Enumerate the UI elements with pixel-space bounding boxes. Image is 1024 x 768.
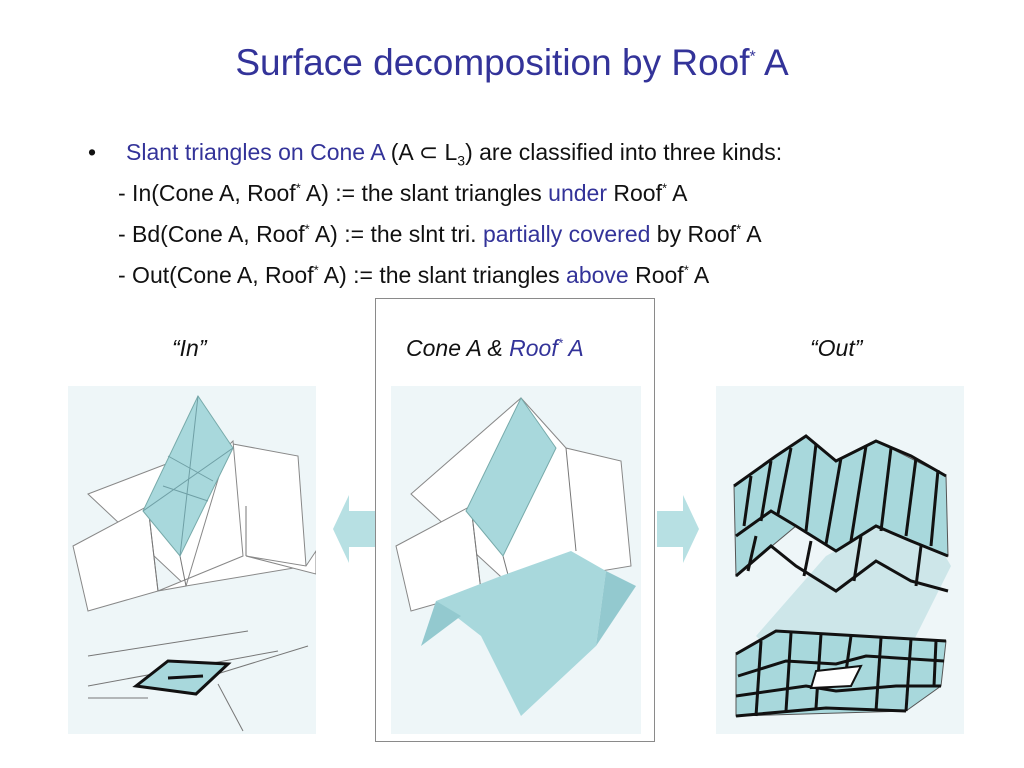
line-bd-star2: * xyxy=(736,221,742,237)
caption-center: Cone A & Roof* A xyxy=(406,335,584,362)
bullet-sub: 3 xyxy=(457,152,466,169)
slide-title: Surface decomposition by Roof* A xyxy=(0,42,1024,84)
title-text: Surface decomposition by Roof xyxy=(235,42,750,83)
center-diagram xyxy=(391,386,641,734)
panel-in xyxy=(68,386,316,734)
title-star: * xyxy=(749,48,756,66)
line-bd-star: * xyxy=(304,221,310,237)
line-bd: - Bd(Cone A, Roof* A) := the slnt tri. p… xyxy=(118,221,762,248)
line-out-suffix: Roof xyxy=(628,262,684,288)
arrow-left-icon xyxy=(333,495,375,563)
arrow-left xyxy=(333,495,375,563)
subset-symbol: ⊂ xyxy=(418,139,439,165)
line-in-star: * xyxy=(295,180,301,196)
bullet-highlight: Slant triangles on Cone A xyxy=(126,139,385,165)
caption-center-c: A xyxy=(562,335,584,361)
line-in-suffix: Roof xyxy=(606,180,662,206)
bullet-L: L xyxy=(438,139,458,165)
line-in-star2: * xyxy=(661,180,668,196)
line-bd-highlight: partially covered xyxy=(482,221,651,247)
line-bd-suffix: by Roof xyxy=(650,221,737,247)
line-bd-prefix: - Bd(Cone A, Roof xyxy=(118,221,305,247)
caption-in: “In” xyxy=(172,335,207,361)
line-in-highlight: under xyxy=(548,180,607,206)
bullet-marker: • xyxy=(88,139,97,165)
panel-center xyxy=(391,386,641,734)
title-suffix: A xyxy=(763,42,789,83)
out-diagram xyxy=(716,386,964,734)
in-diagram xyxy=(68,386,316,734)
line-in-mid: A) := the slant triangles xyxy=(300,180,549,206)
line-out-prefix: - Out(Cone A, Roof xyxy=(118,262,314,288)
caption-center-star: * xyxy=(557,335,563,351)
caption-center-b: Roof xyxy=(509,335,558,361)
arrow-right xyxy=(657,495,699,563)
caption-center-a: Cone A & xyxy=(406,335,510,361)
line-out-star2: * xyxy=(683,262,689,278)
line-out-highlight: above xyxy=(566,262,629,288)
line-out-star: * xyxy=(313,262,319,278)
line-in-prefix: - In(Cone A, Roof xyxy=(118,180,296,206)
line-out-end: A xyxy=(688,262,710,288)
bullet-main: • Slant triangles on Cone A (A ⊂ L3) are … xyxy=(88,139,782,169)
line-out: - Out(Cone A, Roof* A) := the slant tria… xyxy=(118,262,709,289)
caption-out: “Out” xyxy=(810,335,863,361)
line-in: - In(Cone A, Roof* A) := the slant trian… xyxy=(118,180,688,207)
line-bd-end: A xyxy=(741,221,762,247)
arrow-right-icon xyxy=(657,495,699,563)
bullet-rest: ) are classified into three kinds: xyxy=(465,139,783,165)
line-bd-mid: A) := the slnt tri. xyxy=(309,221,483,247)
line-in-end: A xyxy=(667,180,688,206)
line-out-mid: A) := the slant triangles xyxy=(318,262,567,288)
panel-out xyxy=(716,386,964,734)
bullet-paren-open: (A xyxy=(390,139,419,165)
